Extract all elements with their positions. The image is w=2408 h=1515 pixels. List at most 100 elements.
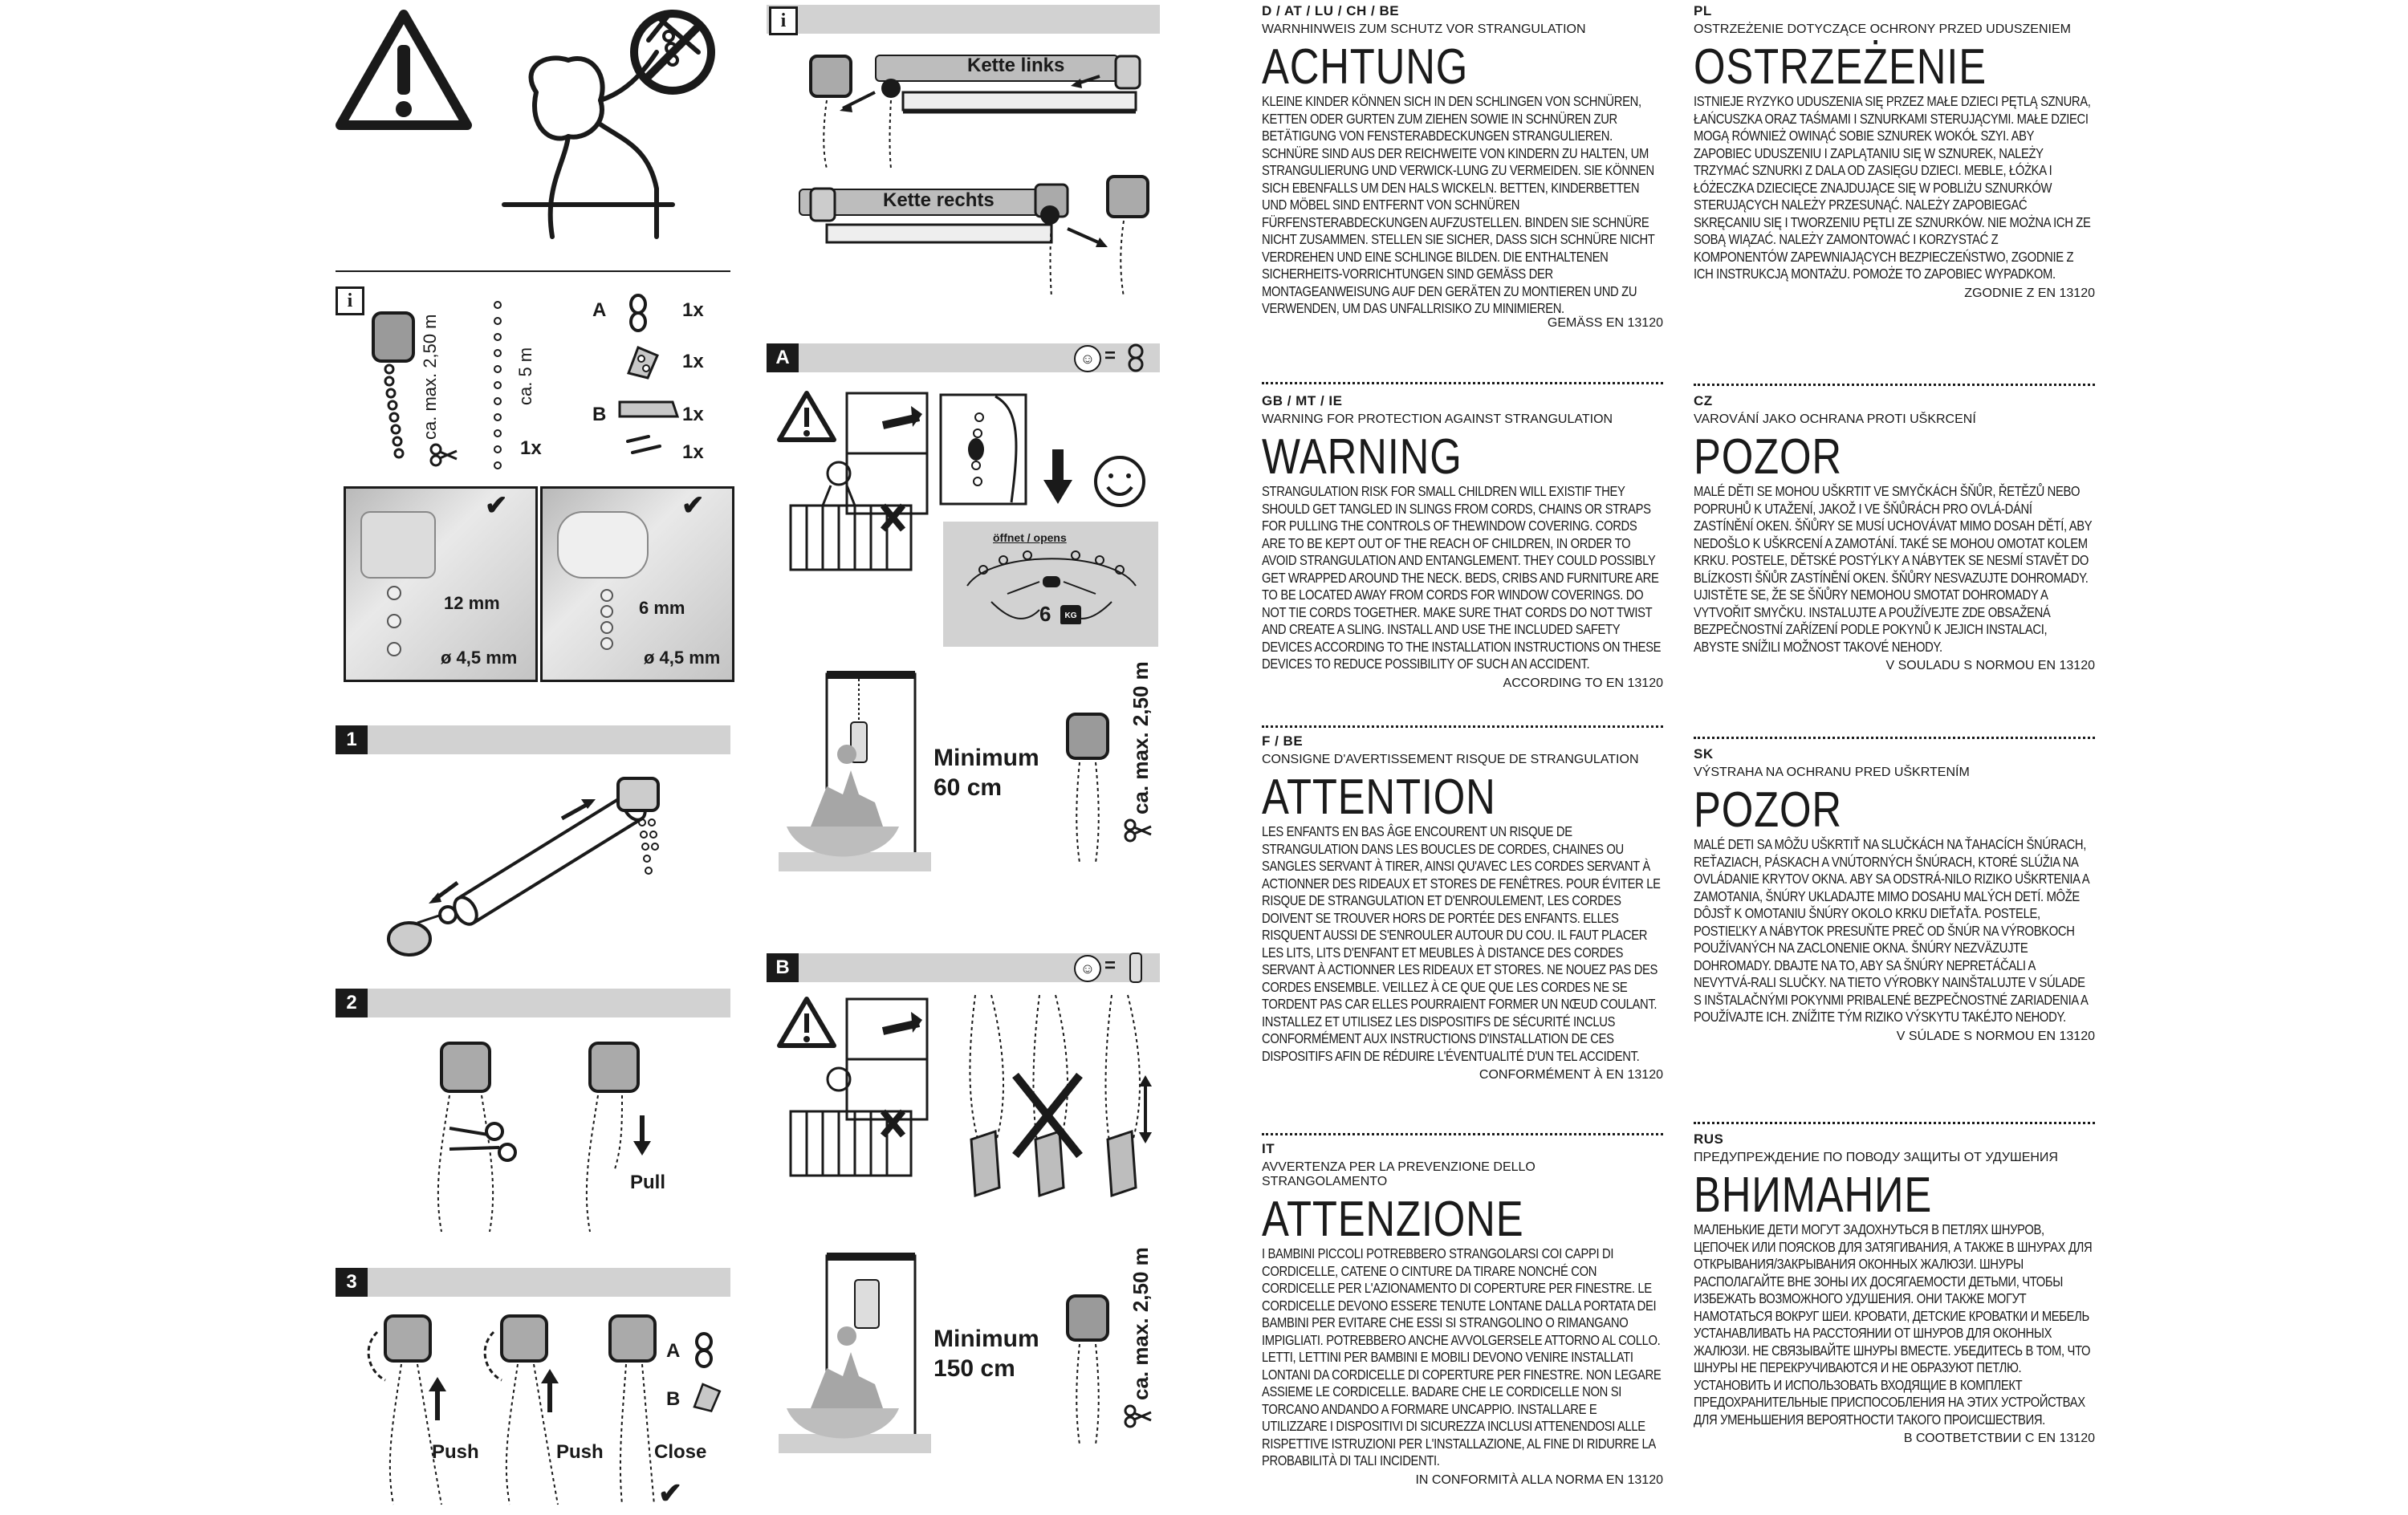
weight-value: 6 <box>1039 602 1051 626</box>
roller-blind-right-illustration <box>809 175 1149 298</box>
scissors-icon <box>429 443 458 467</box>
warning-section-it: IT AVVERTENZA PER LA PREVENZIONE DELLO S… <box>1262 1141 1663 1488</box>
pull-chain-illustration <box>585 1042 651 1233</box>
section-body: MALÉ DĚTI SE MOHOU UŠKRTIT VE SMYČKÁCH Š… <box>1694 483 2092 655</box>
separator <box>1694 737 2095 739</box>
window-child-150-illustration <box>779 1253 931 1453</box>
warning-section-fr: F / BE CONSIGNE D'AVERTISSEMENT RISQUE D… <box>1262 733 1663 1082</box>
connector-a-icon <box>629 294 647 332</box>
max-250-label-1: ca. max. 2,50 m <box>1129 661 1153 814</box>
part-qty-screws: 1x <box>682 441 704 463</box>
down-arrow-icon <box>1043 449 1072 504</box>
scissors-icon <box>1124 1404 1152 1428</box>
section-norm: В СООТВЕТСТВИИ С EN 13120 <box>1903 1432 2095 1445</box>
section-country: F / BE <box>1262 733 1304 749</box>
min-150-label: Minimum <box>934 1326 1039 1352</box>
separator <box>336 270 730 272</box>
cut-chain-illustration <box>437 1042 517 1233</box>
baby-face-icon: ☺ <box>1074 955 1101 982</box>
check-icon: ✔ <box>485 490 508 521</box>
step-bar: 3 <box>336 1268 730 1297</box>
smiley-face-icon <box>1094 456 1145 507</box>
crib-warning-illustration-b <box>777 997 929 1177</box>
chain-right-bar <box>799 189 1043 216</box>
section-subtitle: VÝSTRAHA NA OCHRANU PRED UŠKRTENÍM <box>1694 766 1970 779</box>
safety-clip-icon <box>627 346 659 380</box>
section-heading: OSTRZEŻENIE <box>1694 39 1987 95</box>
roller-blind-left-illustration <box>809 55 1141 169</box>
warning-section-sk: SK VÝSTRAHA NA OCHRANU PRED UŠKRTENÍM PO… <box>1694 746 2095 1044</box>
section-country: PL <box>1694 3 1712 18</box>
chain-holder-icon <box>1066 1294 1109 1445</box>
chain-12mm-photo: 12 mm ø 4,5 mm <box>344 486 538 682</box>
separator <box>1262 1133 1663 1135</box>
connector-a-icon <box>695 1332 713 1368</box>
section-letter: B <box>767 953 799 982</box>
section-subtitle: CONSIGNE D'AVERTISSEMENT RISQUE DE STRAN… <box>1262 753 1639 766</box>
min-150-value: 150 cm <box>934 1355 1015 1382</box>
part-letter-a: A <box>592 299 607 321</box>
section-heading: ACHTUNG <box>1262 39 1469 95</box>
weight-icon: KG <box>1060 605 1081 624</box>
separator <box>1694 384 2095 386</box>
push-chain-illustration-2 <box>483 1314 559 1505</box>
section-body: KLEINE KINDER KÖNNEN SICH IN DEN SCHLING… <box>1262 93 1655 316</box>
tube-assembly-illustration <box>387 777 660 957</box>
baby-face-icon: ☺ <box>1074 345 1101 372</box>
section-country: SK <box>1694 746 1714 762</box>
chain-left-label: Kette links <box>967 55 1065 76</box>
step-bar: 1 <box>336 725 730 754</box>
section-subtitle: OSTRZEŻENIE DOTYCZĄCE OCHRONY PRZED UDUS… <box>1694 22 2071 36</box>
warning-section-cz: CZ VAROVÁNÍ JAKO OCHRANA PROTI UŠKRCENÍ … <box>1694 393 2095 673</box>
scissors-icon <box>1124 818 1152 843</box>
close-label: Close <box>654 1441 707 1463</box>
section-body: STRANGULATION RISK FOR SMALL CHILDREN WI… <box>1262 483 1662 672</box>
section-heading: WARNING <box>1262 429 1462 485</box>
chain-right-label: Kette rechts <box>883 189 995 211</box>
warning-triangle-icon <box>336 10 472 130</box>
section-heading: ATTENTION <box>1262 770 1496 825</box>
section-norm: IN CONFORMITÀ ALLA NORMA EN 13120 <box>1415 1472 1663 1487</box>
tension-device-illustration <box>969 994 1152 1198</box>
tension-device-small-icon <box>1129 952 1142 983</box>
section-subtitle: WARNHINWEIS ZUM SCHUTZ VOR STRANGULATION <box>1262 22 1586 36</box>
chain-left-bar <box>875 55 1119 82</box>
section-letter: A <box>767 343 799 372</box>
section-subtitle: ПРЕДУПРЕЖДЕНИЕ ПО ПОВОДУ ЗАЩИТЫ ОТ УДУШЕ… <box>1694 1151 2058 1164</box>
section-body: MALÉ DETI SA MÔŽU UŠKRTIŤ NA SLUČKÁCH NA… <box>1694 836 2089 1025</box>
section-body: I BAMBINI PICCOLI POTREBBERO STRANGOLARS… <box>1262 1245 1662 1468</box>
info-box-chain-side: i <box>769 6 798 35</box>
step-number: 2 <box>336 989 368 1017</box>
check-icon: ✔ <box>681 490 705 521</box>
section-heading: POZOR <box>1694 429 1842 485</box>
part-qty-clip: 1x <box>682 351 704 372</box>
chain-qty: 1x <box>520 437 542 459</box>
section-country: RUS <box>1694 1131 1724 1147</box>
close-chain-illustration <box>608 1314 657 1505</box>
section-country: CZ <box>1694 393 1713 408</box>
warning-section-pl: PL OSTRZEŻENIE DOTYCZĄCE OCHRONY PRZED U… <box>1694 3 2095 301</box>
screws-icon <box>626 435 661 454</box>
equals-sign: = <box>1104 345 1117 367</box>
section-norm: V SOULADU S NORMOU EN 13120 <box>1885 659 2095 672</box>
warning-section-de: D / AT / LU / CH / BE WARNHINWEIS ZUM SC… <box>1262 3 1663 331</box>
info-box-parts: i <box>336 286 364 315</box>
section-body: ISTNIEJE RYZYKO UDUSZENIA SIĘ PRZEZ MAŁE… <box>1694 93 2091 282</box>
section-country: D / AT / LU / CH / BE <box>1262 3 1400 18</box>
push-label-2: Push <box>556 1441 604 1463</box>
close-part-b: B <box>666 1388 681 1410</box>
opens-label: öffnet / opens <box>993 531 1067 544</box>
push-label-1: Push <box>432 1441 479 1463</box>
crib-warning-illustration <box>777 391 929 571</box>
part-letter-b: B <box>592 404 607 425</box>
part-qty-a: 1x <box>682 299 704 321</box>
chain-6mm-photo: 6 mm ø 4,5 mm <box>540 486 734 682</box>
section-heading: POZOR <box>1694 782 1842 838</box>
section-norm: ACCORDING TO EN 13120 <box>1503 676 1663 690</box>
chain-dia-1: ø 4,5 mm <box>441 648 518 668</box>
child-strangulation-icon <box>502 10 715 239</box>
connector-a-icon <box>1128 343 1144 372</box>
separator <box>1262 382 1663 384</box>
close-part-a: A <box>666 1340 681 1362</box>
chain-dia-2: ø 4,5 mm <box>644 648 721 668</box>
